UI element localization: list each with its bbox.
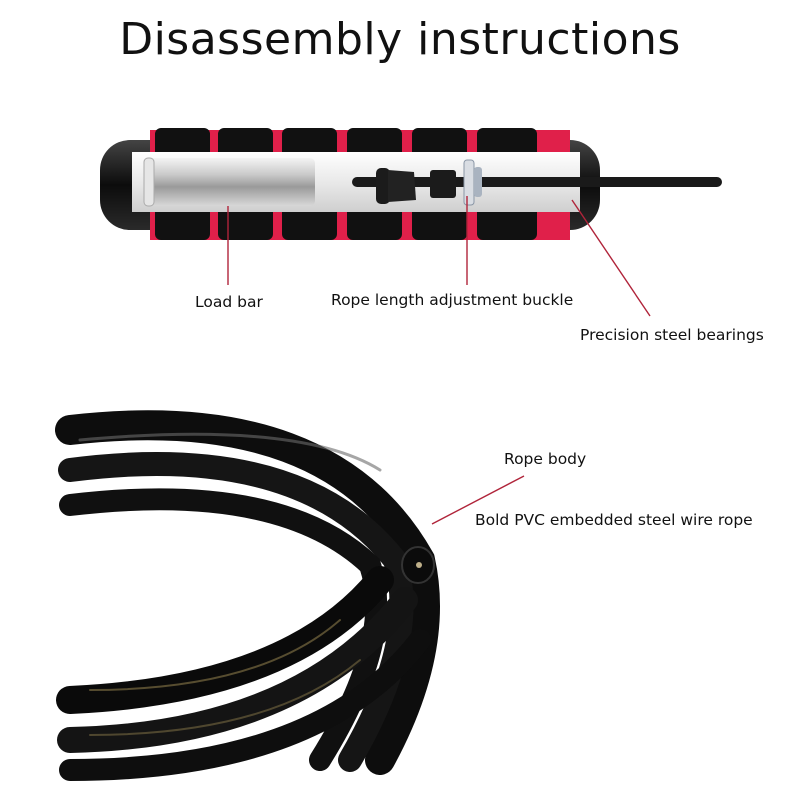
adjustment-buckle-label: Rope length adjustment buckle: [331, 291, 574, 309]
bearings-leader-line: [571, 199, 651, 317]
rope-coil-illustration: [55, 410, 440, 781]
steel-bearing: [463, 159, 482, 206]
rope-leader-line: [431, 475, 525, 525]
bearings-label: Precision steel bearings: [580, 326, 764, 344]
rope-body-label: Rope body: [504, 450, 587, 468]
page-title: Disassembly instructions: [119, 14, 681, 65]
load-bar: [143, 157, 315, 207]
adjustment-buckle: [376, 168, 456, 204]
rope-description-label: Bold PVC embedded steel wire rope: [475, 511, 753, 529]
load-bar-label: Load bar: [195, 293, 263, 311]
